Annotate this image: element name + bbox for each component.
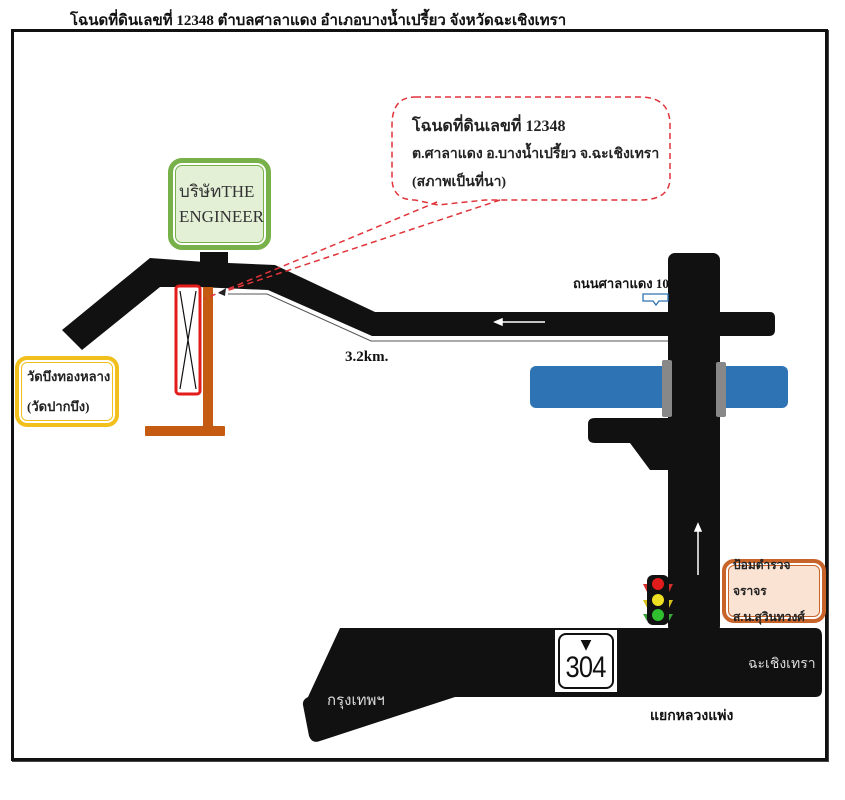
land-plot-marker [174,284,202,396]
company-name-line-2: ENGINEER [179,207,264,226]
map-title: โฉนดที่ดินเลขที่ 12348 ตำบลศาลาแดง อำเภอ… [70,13,567,29]
company-name-line-1: บริษัทTHE [179,182,255,201]
distance-label: 3.2km. [345,349,389,365]
canal [530,366,788,408]
callout-line-1: โฉนดที่ดินเลขที่ 12348 [412,118,566,135]
branch-road [588,418,672,470]
side-road-base [145,426,225,436]
landmark-company: บริษัทTHE ENGINEER [168,158,271,250]
callout-line-3: (สภาพเป็นที่นา) [412,175,507,190]
landmark-temple: วัดบึงทองหลาง (วัดปากบึง) [15,356,119,427]
map-frame [11,29,828,761]
arrow-north [693,522,703,575]
road-edge-shadow [228,293,668,342]
police-name-line-2: ส.น.สุวินทวงศ์ [733,610,805,624]
bridge-left [662,360,672,417]
traffic-light-icon [643,575,673,625]
callout-arrowhead [218,288,226,296]
intersection-label: แยกหลวงแพ่ง [650,709,734,724]
north-south-road [668,253,720,633]
police-name-line-1: ป้อมตำรวจจราจร [733,558,791,598]
temple-name-line-1: วัดบึงทองหลาง [27,368,111,384]
direction-label-chachoengsao: ฉะเชิงเทรา [748,657,816,672]
main-road-west [62,258,775,350]
land-plot-callout: โฉนดที่ดินเลขที่ 12348 ต.ศาลาแดง อ.บางน้… [412,113,659,197]
callout-bubble [391,96,671,206]
garuda-icon: ▼ [580,637,592,653]
road-label-sala-daeng: ถนนศาลาแดง 10 [573,276,669,291]
road-sign-marker [642,293,669,307]
route-shield: ▼ 304 [555,630,617,692]
landmark-police-box: ป้อมตำรวจจราจร ส.น.สุวินทวงศ์ [722,558,826,624]
route-number: 304 [565,651,607,684]
bridge-right [716,362,726,417]
direction-label-bangkok: กรุงเทพฯ [327,693,385,709]
side-road [203,287,213,427]
callout-pointer-1 [203,201,438,300]
callout-line-2: ต.ศาลาแดง อ.บางน้ำเปรี้ยว จ.ฉะเชิงเทรา [412,147,660,162]
company-access-road [200,252,228,266]
arrow-west [493,317,545,327]
road-edge-line [228,291,668,340]
callout-pointer-2 [219,199,501,294]
temple-name-line-2: (วัดปากบึง) [27,398,90,414]
